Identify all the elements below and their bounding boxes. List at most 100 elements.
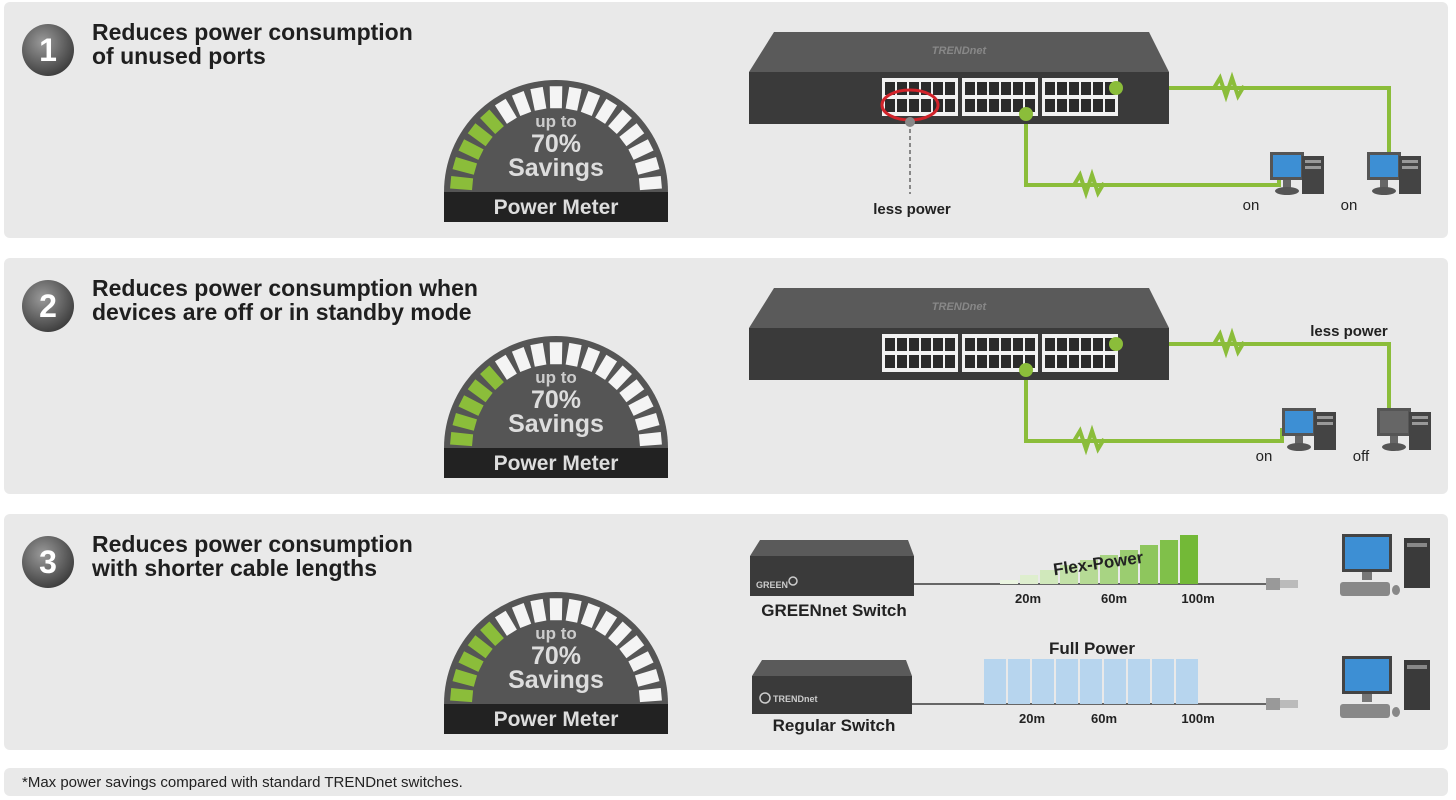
meter-segment — [530, 86, 547, 111]
label-less-power: less power — [1310, 323, 1388, 340]
switch-port — [921, 355, 931, 368]
switch-port — [1069, 99, 1079, 112]
meter-percent: 70% — [531, 642, 581, 670]
switch-port — [1093, 355, 1103, 368]
switch-port — [1025, 82, 1035, 95]
switch-port — [897, 338, 907, 351]
switch-port — [1045, 82, 1055, 95]
full-power-bar — [984, 659, 1006, 704]
switch-port — [1093, 82, 1103, 95]
meter-segment — [530, 342, 547, 367]
switch-port — [1069, 338, 1079, 351]
flex-power-bar — [1080, 560, 1098, 584]
meter-segment — [494, 354, 517, 380]
switch-port — [909, 355, 919, 368]
cable-squiggle — [1212, 71, 1246, 103]
switch-port — [909, 82, 919, 95]
switch-port — [921, 82, 931, 95]
switch-port — [1001, 338, 1011, 351]
full-power-bar — [1080, 659, 1102, 704]
computer-icon — [1367, 152, 1421, 195]
tick-label: 60m — [1091, 711, 1117, 726]
switch-port — [1057, 355, 1067, 368]
switch-port — [1057, 82, 1067, 95]
section-heading: Reduces power consumption with shorter c… — [92, 532, 413, 580]
switch-port — [945, 82, 955, 95]
switch-port — [909, 99, 919, 112]
full-power-bar — [1176, 659, 1198, 704]
computer-icon — [1270, 152, 1324, 195]
switch-port — [1025, 99, 1035, 112]
meter-segment — [619, 635, 645, 659]
tick-label: 100m — [1181, 591, 1214, 606]
switch-port — [977, 355, 987, 368]
meter-segment — [480, 109, 504, 135]
meter-segment — [638, 175, 662, 191]
meter-segment — [549, 86, 563, 109]
meter-segment — [638, 431, 662, 447]
switch-port — [1013, 338, 1023, 351]
meter-segment — [511, 91, 532, 116]
meter-savings: Savings — [508, 154, 604, 182]
meter-segment — [452, 156, 478, 175]
cable-squiggle — [1072, 168, 1106, 200]
meter-segment — [608, 109, 632, 135]
tick-label: 20m — [1015, 591, 1041, 606]
switch-port — [965, 82, 975, 95]
number-badge-3: 3 — [22, 536, 74, 588]
meter-segment — [628, 395, 654, 416]
switch-port — [977, 82, 987, 95]
switch-port — [989, 338, 999, 351]
full-power-bar — [1152, 659, 1174, 704]
meter-segment — [530, 598, 547, 623]
full-power-bar — [1104, 659, 1126, 704]
regular-switch: TRENDnet — [752, 660, 912, 714]
meter-segment — [511, 603, 532, 628]
meter-segment — [580, 603, 601, 628]
flex-power-bar — [1120, 550, 1138, 584]
switch-port — [909, 338, 919, 351]
cable-squiggle — [1072, 424, 1106, 456]
green-leaf-icon — [788, 576, 798, 586]
switch-port — [977, 99, 987, 112]
heading-line: Reduces power consumption when — [92, 275, 478, 301]
full-power-bars — [984, 659, 1198, 704]
meter-segment — [628, 651, 654, 672]
meter-segment — [619, 123, 645, 147]
switch-port — [1093, 338, 1103, 351]
meter-savings: Savings — [508, 666, 604, 694]
switch-port — [1069, 355, 1079, 368]
computer-icon — [1282, 408, 1336, 451]
network-diagram: TRENDnet less power on on — [749, 32, 1421, 218]
switch-brand: TRENDnet — [932, 301, 988, 313]
switch-port — [1105, 355, 1115, 368]
switch-port — [1057, 99, 1067, 112]
switch-port — [897, 99, 907, 112]
flex-power-bar — [1000, 580, 1018, 584]
meter-segment — [580, 91, 601, 116]
full-power-bar — [1008, 659, 1030, 704]
heading-line: devices are off or in standby mode — [92, 299, 472, 325]
power-meter: up to 70% Savings Power Meter — [444, 592, 668, 734]
meter-upto: up to — [535, 624, 577, 643]
meter-segment — [511, 347, 532, 372]
cable — [1024, 114, 1281, 187]
full-power-bar — [1128, 659, 1150, 704]
cable-length-diagram: GREEN GREENnet Switch Flex-Power 20m 60m… — [750, 534, 1430, 735]
footnote: *Max power savings compared with standar… — [4, 768, 1448, 796]
switch-port — [1105, 99, 1115, 112]
meter-segment — [549, 342, 563, 365]
flex-power-bar — [1100, 555, 1118, 584]
pc-status: off — [1353, 448, 1370, 465]
number-badge-2: 2 — [22, 280, 74, 332]
meter-segment — [634, 156, 660, 175]
meter-segment — [628, 139, 654, 160]
meter-ticks — [450, 86, 662, 191]
switch-port — [1045, 99, 1055, 112]
number-badge-1: 1 — [22, 24, 74, 76]
meter-ticks — [450, 598, 662, 703]
meter-segment — [580, 347, 601, 372]
meter-segment — [565, 86, 582, 111]
meter-upto: up to — [535, 368, 577, 387]
meter-segment — [480, 365, 504, 391]
